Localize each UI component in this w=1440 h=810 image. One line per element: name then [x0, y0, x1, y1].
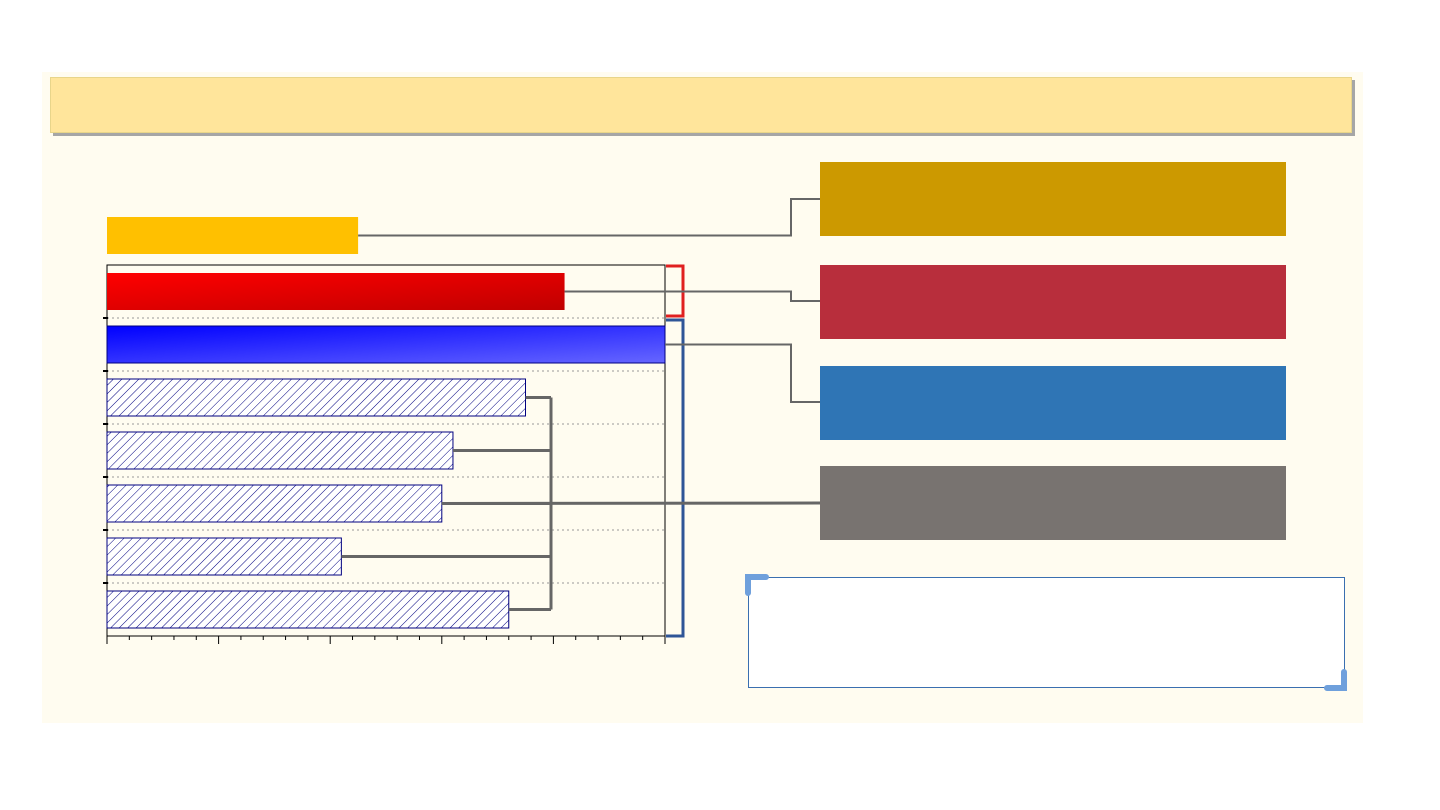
blue-bracket — [666, 318, 685, 638]
bar-hatched — [106, 484, 443, 523]
legend-box-gold — [820, 162, 1286, 236]
slide-title-bar — [50, 77, 1352, 133]
bar-hatched — [106, 537, 342, 576]
legend-box-gray — [820, 466, 1286, 540]
connector-red — [564, 290, 820, 302]
bar-hatched — [106, 590, 510, 629]
connector-gray — [441, 501, 821, 505]
reference-bar — [107, 217, 359, 254]
note-box — [748, 577, 1345, 688]
connector-gold — [358, 198, 820, 237]
connector-blue — [665, 343, 820, 403]
bar-hatched — [106, 378, 526, 417]
bar-red-gradient — [107, 273, 565, 310]
legend-box-red — [820, 265, 1286, 339]
bar-hatched — [106, 431, 454, 470]
legend-box-blue — [820, 366, 1286, 440]
bar-blue-gradient — [106, 325, 666, 364]
